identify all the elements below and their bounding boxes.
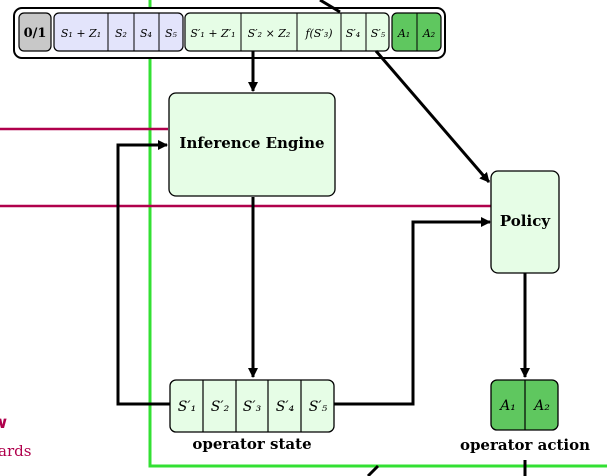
edge-bar-to-policy	[374, 50, 491, 183]
operator-action-caption: operator action	[460, 436, 590, 454]
policy-node	[490, 170, 560, 274]
edge-state-feedback	[116, 140, 170, 406]
sensor-cell-2: S₂	[115, 27, 127, 40]
state-cell-4: S′₄	[276, 399, 295, 415]
edge-top-incoming	[319, 0, 341, 14]
sensor-cell-4: S₅	[165, 27, 178, 40]
clipped-left-mark: ∨	[0, 413, 9, 432]
feature-cell-2: S′₂ × Z₂	[248, 27, 291, 40]
state-cell-2: S′₂	[211, 399, 230, 415]
inference-engine-node	[168, 92, 336, 197]
edge-bottom-exit-left	[366, 464, 380, 476]
action-cell-2: A₂	[422, 27, 435, 40]
edge-state-to-policy	[334, 217, 491, 406]
feature-group	[184, 12, 390, 52]
operator-state-caption: operator state	[192, 435, 311, 453]
op-action-cell-2: A₂	[532, 398, 550, 414]
sensor-group	[53, 12, 184, 52]
feature-cell-1: S′₁ + Z′₁	[190, 27, 235, 40]
flag-cell	[18, 12, 52, 52]
sensor-cell-3: S₄	[140, 27, 152, 40]
action-cell-1: A₁	[397, 27, 410, 40]
operator-state-box	[169, 379, 335, 433]
state-cell-5: S′₅	[309, 399, 328, 415]
sensor-cell-1: S₁ + Z₁	[61, 27, 101, 40]
state-cell-3: S′₃	[243, 399, 262, 415]
op-action-cell-1: A₁	[498, 398, 516, 414]
outer-green-frame	[148, 0, 607, 468]
policy-label: Policy	[500, 212, 551, 230]
feature-cell-5: S′₅	[371, 27, 386, 40]
feature-cell-3: f(S′₃)	[304, 27, 332, 40]
inference-engine-label: Inference Engine	[179, 134, 324, 152]
clipped-left-label: ards	[0, 442, 31, 460]
state-cell-1: S′₁	[178, 399, 196, 415]
feature-cell-4: S′₄	[346, 27, 360, 40]
flag-text: 0/1	[24, 26, 47, 41]
